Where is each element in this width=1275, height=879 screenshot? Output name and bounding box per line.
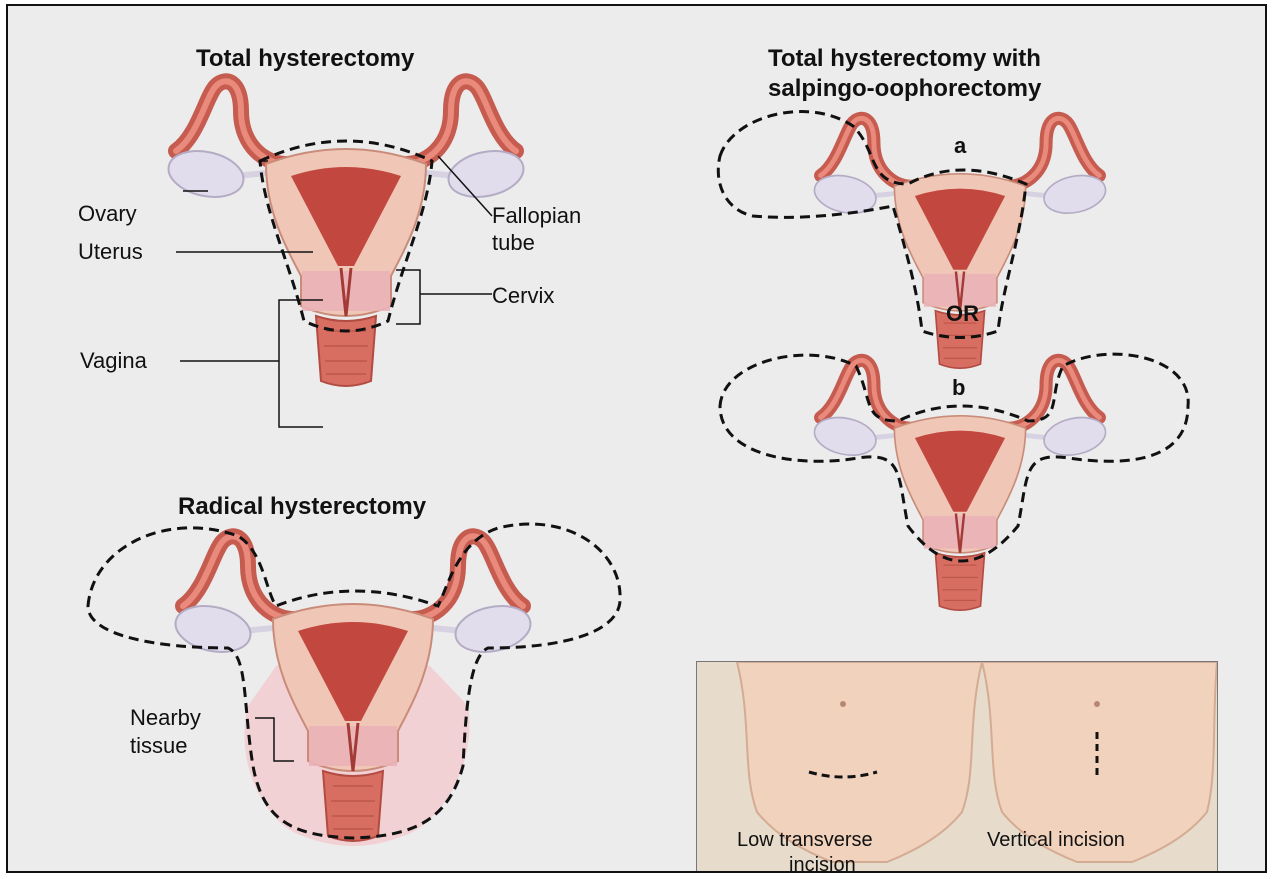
cervix-label: Cervix xyxy=(492,284,554,309)
total-hysterectomy-diagram xyxy=(164,81,527,427)
navel-left xyxy=(840,701,846,707)
ovary-label: Ovary xyxy=(78,202,137,227)
total-hysterectomy-title: Total hysterectomy xyxy=(196,46,414,73)
nearby-tissue-label-line2: tissue xyxy=(130,734,187,759)
navel-right xyxy=(1094,701,1100,707)
option-b-label: b xyxy=(952,376,965,401)
incision-panel: Low transverse incision Vertical incisio… xyxy=(696,661,1218,873)
cervix-bracket xyxy=(396,270,420,324)
salpingo-option-a-diagram xyxy=(718,112,1109,369)
salpingo-title-line1: Total hysterectomy with xyxy=(768,46,1041,73)
low-transverse-incision-label-line1: Low transverse xyxy=(737,829,873,851)
or-label: OR xyxy=(946,302,979,327)
low-transverse-incision-label-line2: incision xyxy=(789,854,856,873)
nearby-tissue-label-line1: Nearby xyxy=(130,706,201,731)
fallopian-tube-label-line2: tube xyxy=(492,231,535,256)
radical-hysterectomy-title: Radical hysterectomy xyxy=(178,494,426,521)
salpingo-title-line2: salpingo-oophorectomy xyxy=(768,76,1041,103)
radical-hysterectomy-diagram xyxy=(88,524,620,846)
vagina-label: Vagina xyxy=(80,349,147,374)
vertical-incision-label: Vertical incision xyxy=(987,829,1125,851)
option-a-label: a xyxy=(954,134,966,159)
diagram-frame: Total hysterectomy Total hysterectomy wi… xyxy=(6,4,1267,873)
fallopian-tube-label-line1: Fallopian xyxy=(492,204,581,229)
uterus-label: Uterus xyxy=(78,240,143,265)
